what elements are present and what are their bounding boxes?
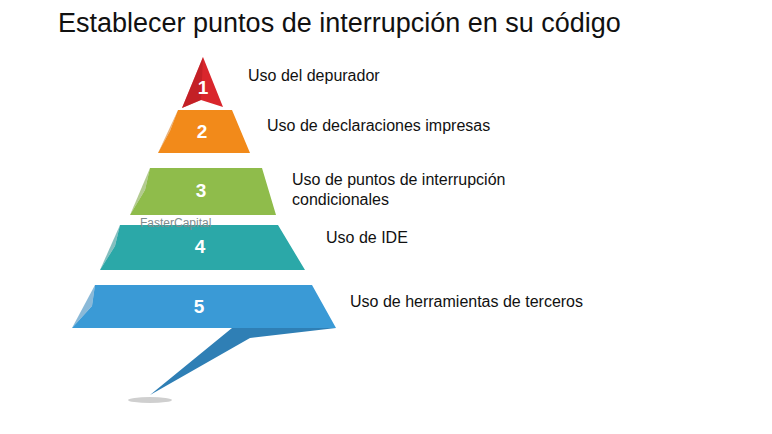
- band-number: 2: [197, 121, 208, 143]
- lightning-tail: [150, 328, 336, 395]
- band-label: Uso de declaraciones impresas: [267, 116, 490, 136]
- band-number: 5: [194, 296, 205, 318]
- band-fill: [72, 285, 336, 328]
- pyramid-band: 2Uso de declaraciones impresas: [158, 110, 250, 153]
- title: Establecer puntos de interrupción en su …: [58, 8, 621, 39]
- band-fold: [72, 285, 95, 328]
- band-number: 4: [195, 236, 206, 258]
- pyramid-band: 3Uso de puntos de interrupción condicion…: [130, 168, 276, 215]
- pyramid-band: 4Uso de IDE: [100, 225, 305, 270]
- band-fold: [100, 225, 120, 270]
- band-fill: [130, 168, 276, 215]
- band-fill: [182, 57, 223, 108]
- band-label: Uso de puntos de interrupción condiciona…: [292, 170, 532, 210]
- watermark: FasterCapital: [140, 216, 211, 230]
- band-fold: [130, 168, 150, 215]
- band-fold: [158, 110, 178, 153]
- band-label: Uso de IDE: [326, 228, 408, 248]
- band-number: 1: [198, 77, 209, 99]
- pyramid-band: 5Uso de herramientas de terceros: [72, 285, 336, 328]
- band-fill: [100, 225, 305, 270]
- band-label: Uso del depurador: [248, 66, 380, 86]
- band-label: Uso de herramientas de terceros: [350, 292, 583, 312]
- pyramid-band: 1Uso del depurador: [182, 57, 223, 108]
- band-number: 3: [196, 180, 207, 202]
- band-fill: [158, 110, 250, 153]
- shadow: [128, 397, 172, 403]
